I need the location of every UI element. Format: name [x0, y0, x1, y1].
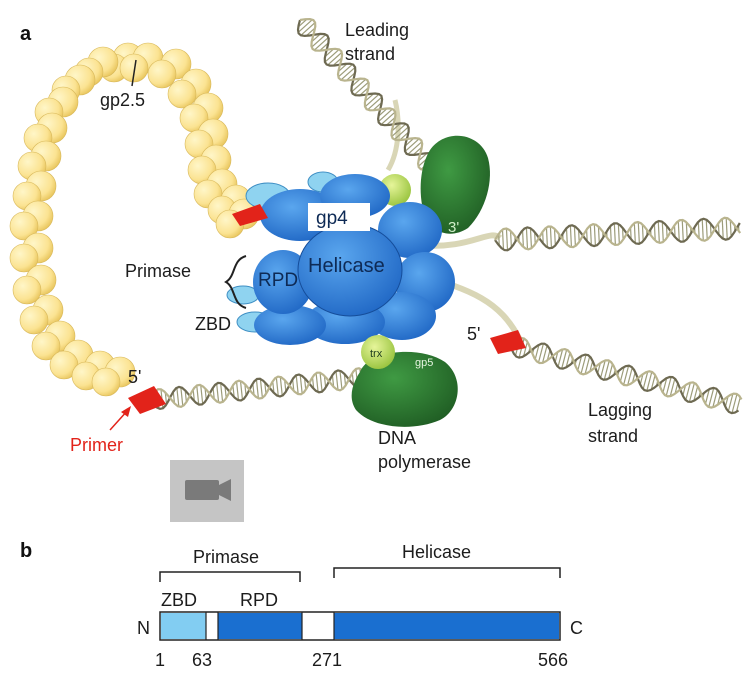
- leading-strand-label-2: strand: [345, 44, 395, 64]
- five-prime-right-label: 5': [467, 324, 480, 344]
- dna-parental-duplex: [494, 216, 742, 252]
- zbd-label: ZBD: [195, 314, 231, 334]
- gp25-bead: [9, 243, 39, 273]
- helicase-label: Helicase: [308, 255, 385, 277]
- primase-bracket: [159, 571, 301, 582]
- bar-primase-label: Primase: [193, 547, 259, 567]
- tick-271: 271: [312, 650, 342, 670]
- primer-bottom: [128, 386, 166, 414]
- gp25-bead: [147, 59, 177, 89]
- helicase-domain: [334, 613, 559, 639]
- dna-polymerase-label-1: DNA: [378, 428, 416, 448]
- three-prime-label: 3': [448, 219, 459, 236]
- gp4-label: gp4: [316, 208, 348, 229]
- movie-camera-icon[interactable]: [170, 460, 244, 522]
- bar-rpd-label: RPD: [240, 590, 278, 610]
- primase-label: Primase: [125, 261, 191, 281]
- trx-bottom: [361, 335, 395, 369]
- ssdna-top: [385, 99, 401, 172]
- gp25-bead: [19, 305, 49, 335]
- gp25-bead: [12, 275, 42, 305]
- gp4-box: [308, 203, 370, 231]
- bar-zbd-label: ZBD: [161, 590, 197, 610]
- c-terminus-label: C: [570, 618, 583, 638]
- gp25-bead: [31, 331, 61, 361]
- gp4-complex: gp4 Helicase RPD: [226, 171, 455, 345]
- gp25-bead: [9, 211, 39, 241]
- panel-b-label: b: [20, 540, 32, 562]
- gp5-label: gp5: [415, 357, 433, 369]
- gp25-leader: [131, 59, 137, 87]
- primer-right: [490, 330, 526, 354]
- rpd-domain: [218, 613, 302, 639]
- bar-helicase-label: Helicase: [402, 542, 471, 562]
- domain-diagram: Primase Helicase ZBD RPD N C 1 63 271 56…: [137, 542, 583, 670]
- zbd-domain: [161, 613, 206, 639]
- primer-label: Primer: [70, 435, 123, 455]
- primase-brace: [224, 255, 247, 309]
- rpd-label: RPD: [258, 270, 298, 291]
- gp25-bead: [119, 53, 149, 83]
- panel-a-labels: Leading strand gp2.5 Primase ZBD 5' 5' P…: [70, 20, 652, 472]
- dna-leading-duplex: [296, 17, 437, 171]
- gp25-bead: [167, 79, 197, 109]
- primer-top: [232, 204, 268, 226]
- leading-strand-label-1: Leading: [345, 20, 409, 40]
- dna-polymerase-label-2: polymerase: [378, 452, 471, 472]
- tick-1: 1: [155, 650, 165, 670]
- n-terminus-label: N: [137, 618, 150, 638]
- five-prime-left-label: 5': [128, 367, 141, 387]
- lagging-strand-label-1: Lagging: [588, 400, 652, 420]
- gp25-bead: [91, 367, 121, 397]
- primer-arrowhead: [121, 406, 131, 417]
- lagging-polymerase: trx gp5: [351, 335, 458, 427]
- dna-lagging-duplex: [508, 336, 743, 415]
- gp25-bead-chain: [9, 42, 260, 397]
- trx-label: trx: [370, 348, 383, 360]
- panel-a-label: a: [20, 23, 32, 45]
- tick-63: 63: [192, 650, 212, 670]
- tick-566: 566: [538, 650, 568, 670]
- gp25-label: gp2.5: [100, 90, 145, 110]
- lagging-strand-label-2: strand: [588, 426, 638, 446]
- helicase-bracket: [333, 567, 561, 578]
